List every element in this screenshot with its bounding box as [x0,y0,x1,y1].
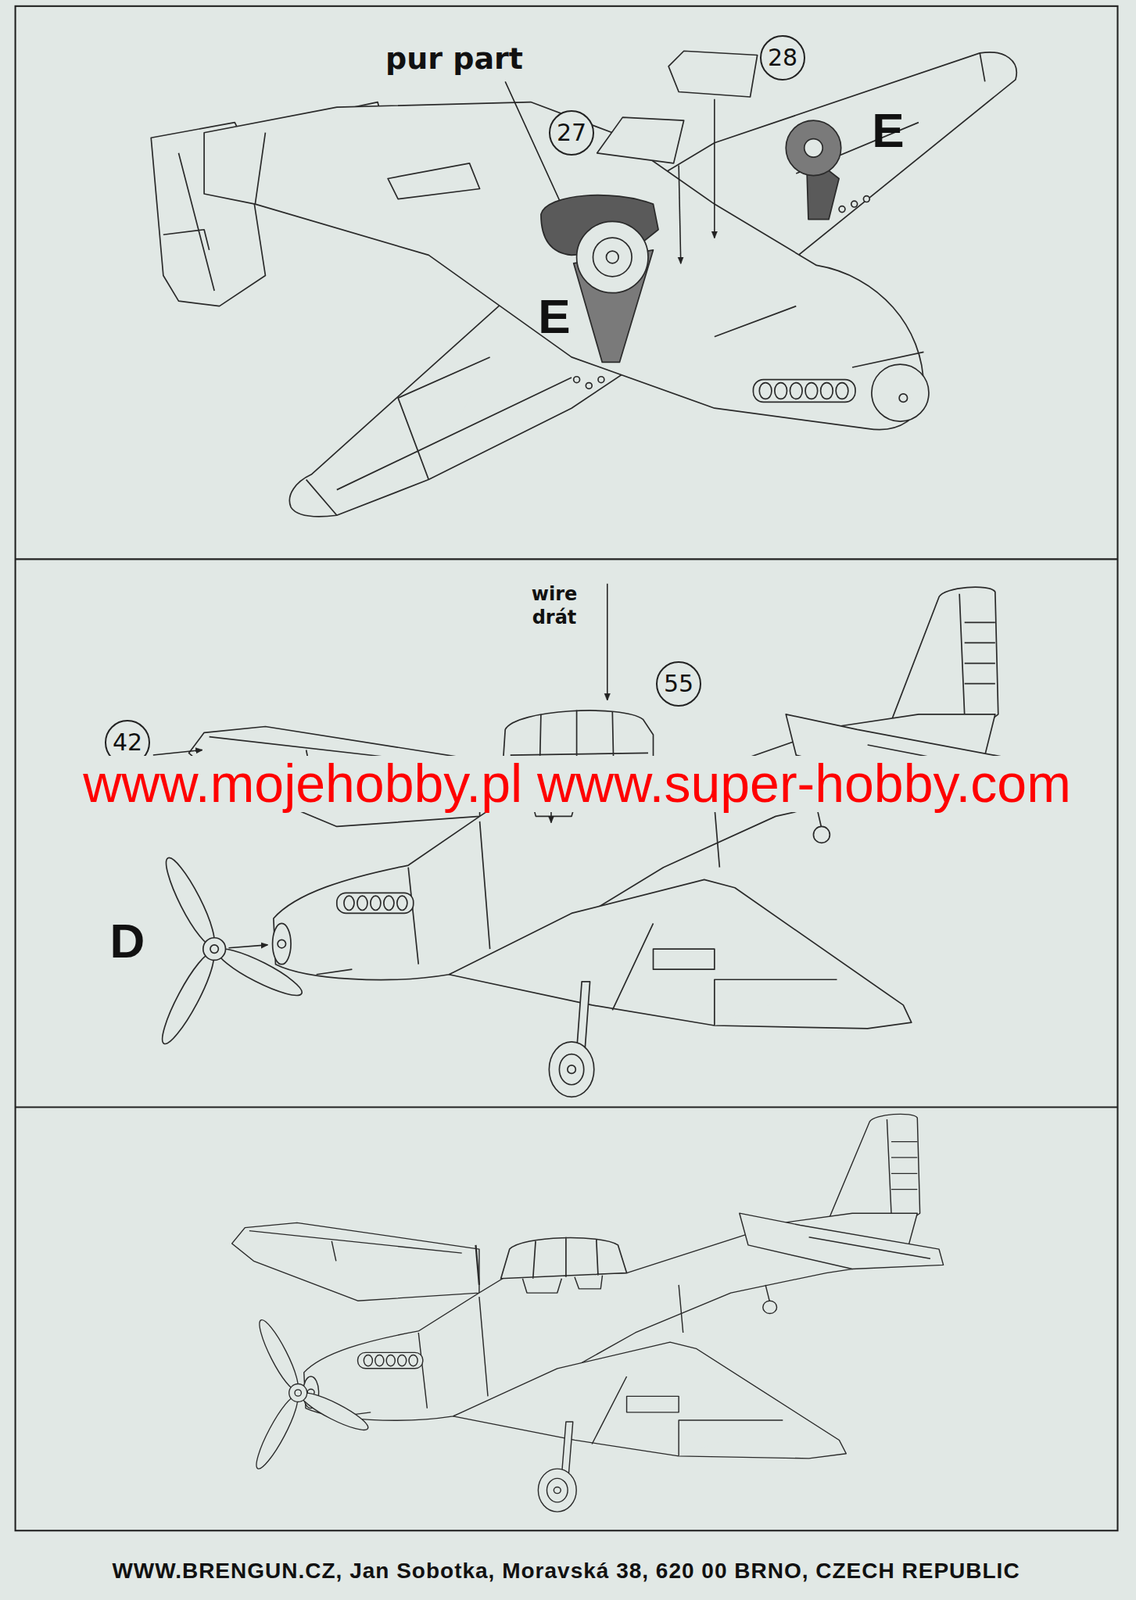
drawing-stroke [838,206,846,213]
callout-number: 28 [759,35,806,81]
part-letter: E [537,290,570,342]
drawing-stroke [228,945,268,949]
drawing-stroke [805,383,818,400]
drawing-stroke [598,376,605,384]
panel-divider [15,1106,1119,1108]
frame [15,6,1119,1531]
material-note: drát [532,608,577,628]
watermark: www.mojehobby.pl www.super-hobby.com [79,756,1075,812]
callout-text: 28 [767,46,798,70]
assembly-arrows [505,81,715,263]
panel-divider [15,558,1119,560]
drawing-stroke [835,383,849,400]
drawing-stroke [863,196,870,203]
drawing-stroke [597,117,685,164]
callout-number: 27 [548,110,595,156]
material-note: wire [531,584,578,605]
callout-text: 55 [663,672,694,696]
canopy [501,1237,628,1280]
drawing-stroke [678,164,681,263]
drawing-stroke [785,120,841,176]
drawing-stroke [153,750,203,757]
drawing-stroke [204,102,924,431]
drawing-stroke [606,584,609,701]
drawing-stroke [759,383,772,400]
drawing-stroke [573,376,581,384]
drawing-stroke [585,383,592,390]
drawing-stroke [852,351,924,368]
drawing-stroke [576,221,649,293]
drawing-stroke [851,200,858,208]
part-letter: D [110,915,146,967]
callout-number: 55 [655,661,702,707]
callout-text: 42 [112,731,143,755]
drawing-stroke [592,237,632,277]
antenna-mast [475,1245,479,1286]
propeller [250,1316,372,1473]
drawing-stroke [752,379,856,403]
drawing-stroke [804,139,823,158]
part-note: pur part [385,43,524,76]
footer-address: WWW.BRENGUN.CZ, Jan Sobotka, Moravská 38… [111,1559,1020,1583]
drawing-stroke [387,163,480,200]
aircraft-underside [150,50,1017,517]
drawing-stroke [899,394,907,402]
callout-text: 27 [556,121,587,145]
drawing-stroke [789,383,803,400]
drawing-stroke [713,99,716,239]
part-letter: E [871,104,904,156]
drawing-stroke [871,364,929,422]
drawing-stroke [820,383,834,400]
aircraft-side [232,1114,944,1513]
drawing-stroke [605,250,619,264]
drawing-stroke [668,50,758,97]
aircraft-complete [232,1114,944,1513]
propeller [154,853,306,1049]
drawing-stroke [774,383,788,400]
